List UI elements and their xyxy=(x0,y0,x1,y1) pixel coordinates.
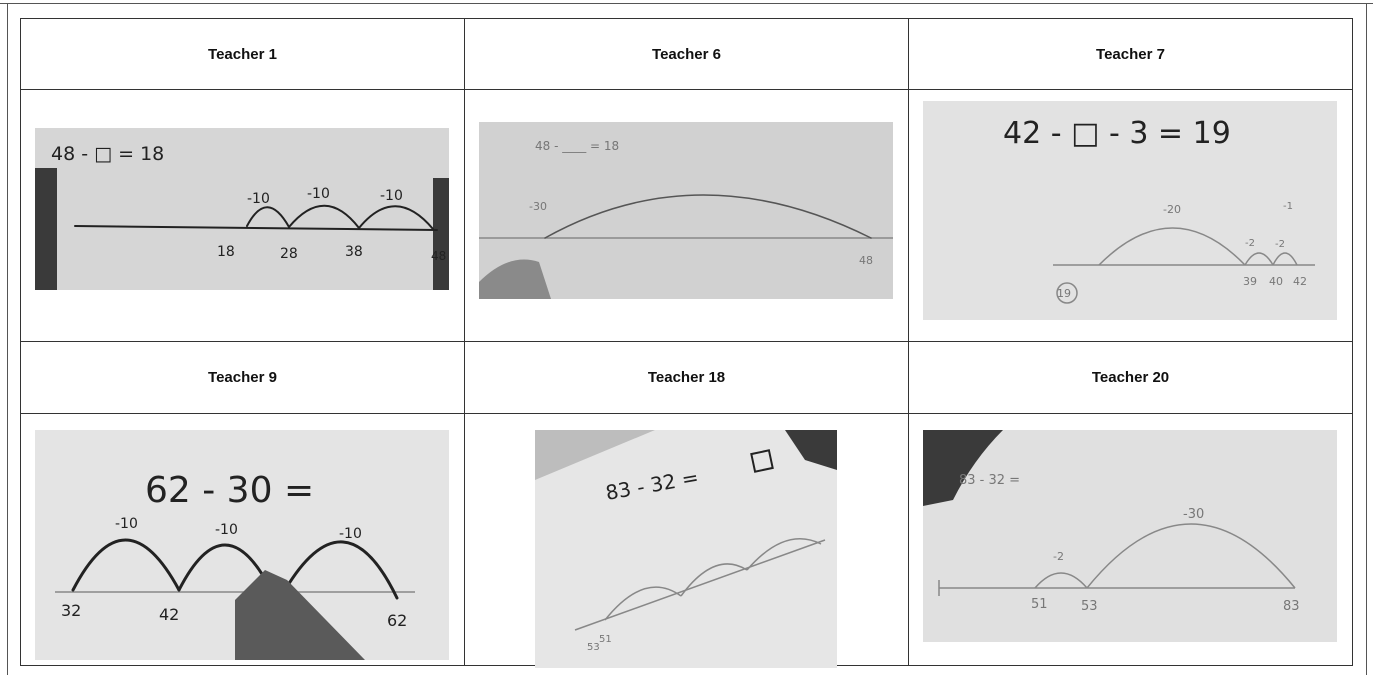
svg-text:-10: -10 xyxy=(215,522,238,538)
cell-teacher-1: 48 - □ = 18 -10 -10 -10 18 28 38 48 xyxy=(20,89,465,343)
svg-text:40: 40 xyxy=(1269,275,1283,288)
cell-teacher-20: 83 - 32 = -2 -30 51 53 83 xyxy=(908,412,1353,667)
cell-teacher-7: 42 - □ - 3 = 19 -20 -2 -2 -1 19 39 40 42 xyxy=(908,89,1353,343)
header-row-1: Teacher 1 Teacher 6 Teacher 7 xyxy=(20,17,1353,91)
photo-teacher-18: 83 - 32 = 53 51 xyxy=(535,429,837,668)
svg-text:-2: -2 xyxy=(1053,550,1064,563)
header-teacher-9: Teacher 9 xyxy=(20,341,465,414)
svg-text:-10: -10 xyxy=(307,186,330,202)
svg-text:-30: -30 xyxy=(529,200,547,213)
photo-teacher-20: 83 - 32 = -2 -30 51 53 83 xyxy=(923,429,1337,642)
svg-text:39: 39 xyxy=(1243,275,1257,288)
cell-teacher-18: 83 - 32 = 53 51 xyxy=(464,412,909,668)
svg-text:53: 53 xyxy=(1081,599,1098,614)
svg-text:-10: -10 xyxy=(380,188,403,204)
header-teacher-1: Teacher 1 xyxy=(20,17,465,91)
frame-top-rule xyxy=(0,3,1373,4)
equation-t20: 83 - 32 = xyxy=(959,473,1020,488)
svg-text:-30: -30 xyxy=(1183,507,1204,522)
svg-text:51: 51 xyxy=(599,634,612,645)
equation-t6: 48 - ____ = 18 xyxy=(535,139,619,153)
cell-teacher-9: 62 - 30 = -10 -10 -10 32 42 62 xyxy=(20,412,465,667)
photo-teacher-6: 48 - ____ = 18 -30 48 xyxy=(479,122,893,300)
number-line-drawing-t9: 62 - 30 = -10 -10 -10 32 42 62 xyxy=(55,470,415,660)
photo-row-2: 62 - 30 = -10 -10 -10 32 42 62 xyxy=(20,412,1353,668)
frame-right-rule xyxy=(1366,3,1367,675)
svg-text:28: 28 xyxy=(280,246,298,262)
equation-t1: 48 - □ = 18 xyxy=(51,143,164,165)
svg-text:18: 18 xyxy=(217,244,235,260)
svg-text:42: 42 xyxy=(159,605,179,624)
equation-t18: 83 - 32 = xyxy=(604,465,701,505)
svg-text:-10: -10 xyxy=(247,191,270,207)
svg-text:-20: -20 xyxy=(1163,203,1181,216)
photo-row-1: 48 - □ = 18 -10 -10 -10 18 28 38 48 xyxy=(20,89,1353,343)
svg-text:83: 83 xyxy=(1283,599,1300,614)
svg-text:38: 38 xyxy=(345,244,363,260)
number-line-drawing-t7: 42 - □ - 3 = 19 -20 -2 -2 -1 19 39 40 42 xyxy=(1003,116,1315,305)
number-line-drawing-t1: 48 - □ = 18 -10 -10 -10 18 28 38 48 xyxy=(35,143,449,291)
photo-teacher-9: 62 - 30 = -10 -10 -10 32 42 62 xyxy=(35,429,449,660)
photo-teacher-7: 42 - □ - 3 = 19 -20 -2 -2 -1 19 39 40 42 xyxy=(923,101,1337,321)
cell-teacher-6: 48 - ____ = 18 -30 48 xyxy=(464,89,909,343)
number-line-drawing-t20: 83 - 32 = -2 -30 51 53 83 xyxy=(923,429,1300,614)
svg-text:-10: -10 xyxy=(115,516,138,532)
svg-text:-10: -10 xyxy=(339,526,362,542)
header-teacher-18: Teacher 18 xyxy=(464,341,909,414)
header-teacher-7: Teacher 7 xyxy=(908,17,1353,91)
svg-text:48: 48 xyxy=(859,254,873,267)
svg-text:-1: -1 xyxy=(1283,201,1293,212)
photo-teacher-1: 48 - □ = 18 -10 -10 -10 18 28 38 48 xyxy=(35,128,449,291)
equation-t7: 42 - □ - 3 = 19 xyxy=(1003,116,1231,151)
svg-text:48: 48 xyxy=(431,249,446,263)
number-line-drawing-t18: 83 - 32 = 53 51 xyxy=(535,429,837,653)
svg-text:19: 19 xyxy=(1057,287,1071,300)
teacher-examples-table: Teacher 1 Teacher 6 Teacher 7 48 - □ = 1… xyxy=(20,17,1353,668)
svg-text:62: 62 xyxy=(387,611,407,630)
svg-text:53: 53 xyxy=(587,642,600,653)
equation-t9: 62 - 30 = xyxy=(145,470,314,511)
svg-text:51: 51 xyxy=(1031,597,1048,612)
number-line-drawing-t6: 48 - ____ = 18 -30 48 xyxy=(479,139,893,300)
svg-text:-2: -2 xyxy=(1275,239,1285,250)
svg-text:42: 42 xyxy=(1293,275,1307,288)
header-row-2: Teacher 9 Teacher 18 Teacher 20 xyxy=(20,341,1353,414)
header-teacher-6: Teacher 6 xyxy=(464,17,909,91)
svg-text:32: 32 xyxy=(61,601,81,620)
frame-left-rule xyxy=(7,3,8,675)
header-teacher-20: Teacher 20 xyxy=(908,341,1353,414)
svg-text:-2: -2 xyxy=(1245,238,1255,249)
